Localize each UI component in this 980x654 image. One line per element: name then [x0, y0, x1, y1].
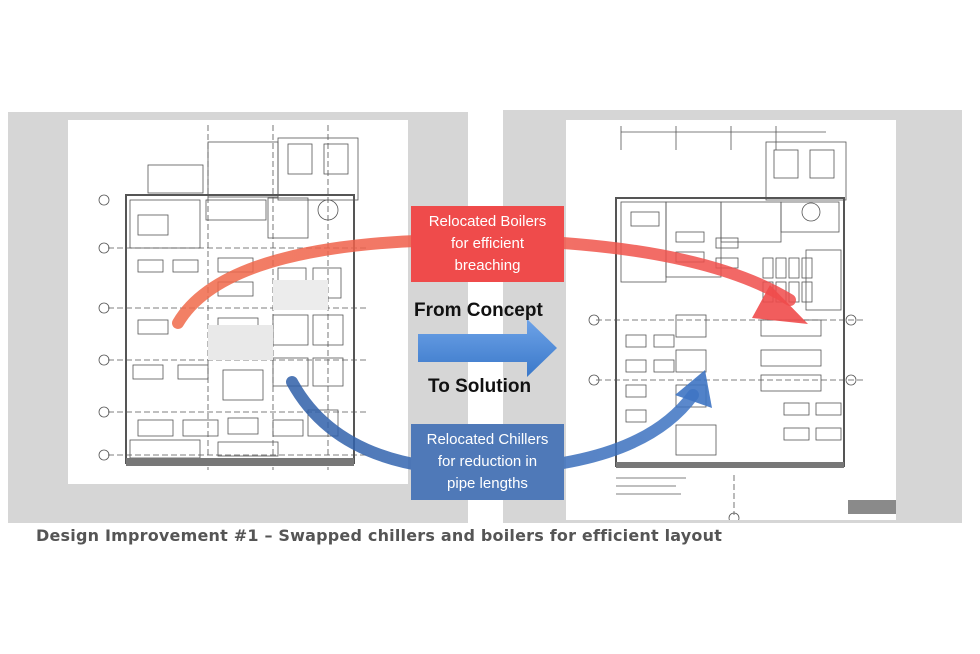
chiller-arrowhead — [675, 370, 712, 408]
boiler-callout-line: Relocated Boilers — [428, 213, 547, 230]
chiller-callout-line: Relocated Chillers — [426, 431, 549, 448]
concept-to-solution-arrow — [418, 319, 557, 377]
to-solution-label: To Solution — [428, 376, 532, 397]
chiller-callout: Relocated Chillers for reduction in pipe… — [411, 424, 564, 500]
from-concept-label: From Concept — [414, 300, 543, 321]
boiler-arrowhead — [752, 285, 808, 324]
chiller-callout-line: for reduction in — [437, 453, 538, 470]
boiler-callout-line: breaching — [454, 257, 521, 274]
boiler-callout: Relocated Boilers for efficient breachin… — [411, 206, 564, 282]
boiler-callout-line: for efficient — [450, 235, 525, 252]
chiller-callout-line: pipe lengths — [447, 475, 528, 492]
caption: Design Improvement #1 – Swapped chillers… — [36, 526, 723, 545]
concept-floor-plan — [68, 120, 408, 484]
